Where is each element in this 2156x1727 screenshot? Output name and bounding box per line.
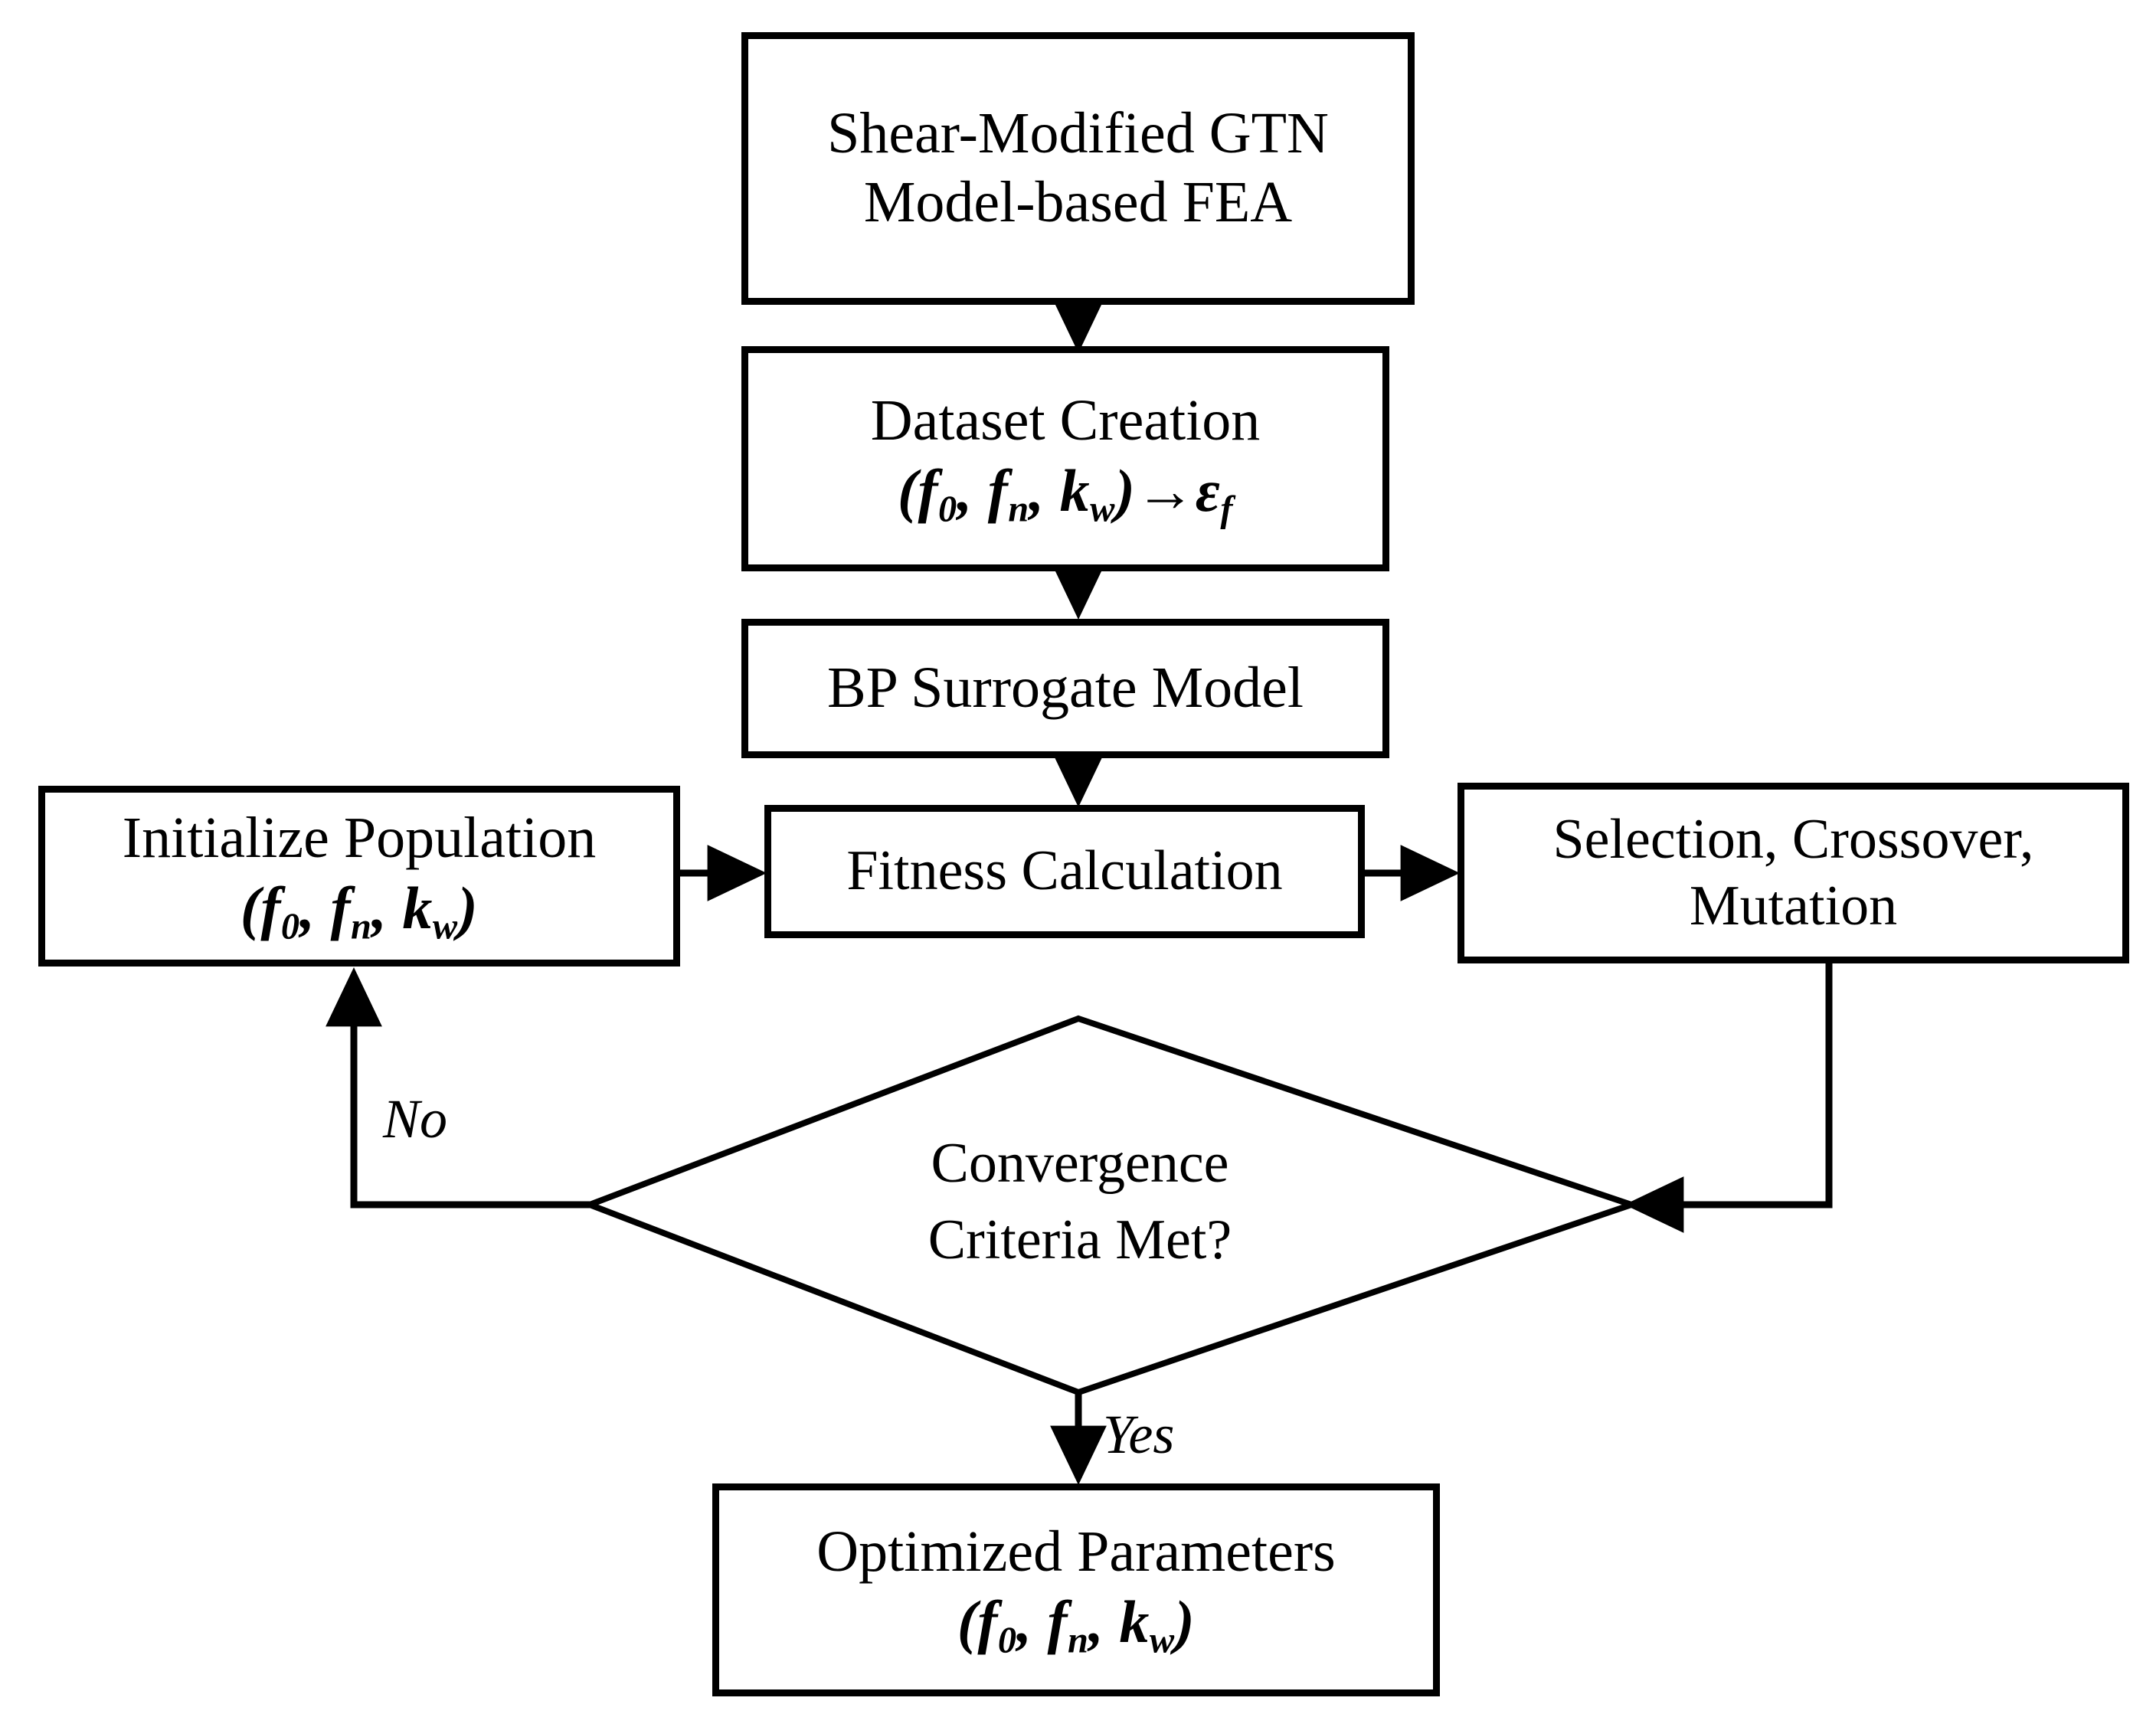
param-f0: f	[977, 1588, 998, 1655]
param-kw: k	[402, 874, 433, 941]
param-f0-sub: 0	[938, 489, 957, 530]
node-shear-modified-gtn-fea[interactable]: Shear-Modified GTN Model-based FEA	[741, 32, 1415, 305]
convergence-decision-diamond[interactable]	[581, 1015, 1641, 1396]
convergence-diamond-label: Convergence Criteria Met?	[774, 1126, 1386, 1279]
param-fn-sub: n	[350, 906, 372, 947]
sep-2: ,	[1088, 1588, 1120, 1655]
node-line-secondary: Model-based FEA	[863, 170, 1293, 234]
param-fn-sub: n	[1008, 489, 1029, 530]
paren-close: )	[1114, 456, 1136, 524]
node-line-primary: Shear-Modified GTN	[827, 101, 1329, 166]
param-f0-sub: 0	[997, 1620, 1017, 1661]
output-epsilon-sub: f	[1220, 489, 1233, 530]
node-dataset-creation[interactable]: Dataset Creation (f0, fn, kw)→εf	[741, 346, 1389, 571]
param-f0-sub: 0	[280, 906, 300, 947]
param-kw-sub: w	[1090, 489, 1115, 530]
diamond-line-primary: Convergence	[931, 1132, 1229, 1195]
output-epsilon: ε	[1195, 456, 1221, 524]
node-line-primary: Initialize Population	[122, 805, 597, 870]
edge-operators-to-convergence	[1624, 963, 1833, 1233]
sep-1: ,	[299, 874, 331, 941]
param-kw-sub: w	[1149, 1620, 1175, 1661]
dataset-formula: (f0, fn, kw)→εf	[898, 456, 1233, 532]
sep-2: ,	[371, 874, 403, 941]
node-line-primary: Dataset Creation	[870, 388, 1261, 453]
paren-close: )	[457, 874, 479, 941]
param-kw-sub: w	[432, 906, 458, 947]
node-line-primary: BP Surrogate Model	[826, 656, 1304, 721]
node-line-primary: Optimized Parameters	[816, 1519, 1336, 1584]
edge-label-no: No	[383, 1088, 448, 1150]
paren-close: )	[1174, 1588, 1196, 1655]
node-selection-crossover-mutation[interactable]: Selection, Crossover, Mutation	[1458, 783, 2129, 963]
diamond-line-secondary: Criteria Met?	[928, 1208, 1232, 1271]
node-optimized-parameters[interactable]: Optimized Parameters (f0, fn, kw)	[712, 1483, 1440, 1696]
paren-open: (	[240, 874, 261, 941]
node-fitness-calculation[interactable]: Fitness Calculation	[764, 805, 1365, 938]
paren-open: (	[957, 1588, 978, 1655]
initialize-formula: (f0, fn, kw)	[240, 873, 478, 949]
param-kw: k	[1059, 456, 1091, 524]
param-f0: f	[918, 456, 939, 524]
node-bp-surrogate-model[interactable]: BP Surrogate Model	[741, 619, 1389, 758]
param-fn: f	[987, 456, 1009, 524]
param-fn-sub: n	[1067, 1620, 1089, 1661]
node-line-primary: Fitness Calculation	[846, 839, 1283, 903]
node-line-primary: Selection, Crossover,	[1552, 807, 2034, 871]
node-initialize-population[interactable]: Initialize Population (f0, fn, kw)	[38, 786, 680, 967]
optimized-formula: (f0, fn, kw)	[957, 1587, 1195, 1663]
edge-label-yes: Yes	[1103, 1404, 1175, 1465]
param-fn: f	[1047, 1588, 1068, 1655]
sep-2: ,	[1029, 456, 1060, 524]
paren-open: (	[898, 456, 918, 524]
sep-1: ,	[957, 456, 988, 524]
maps-to-arrow-icon: →	[1135, 456, 1196, 524]
edge-convergence-no-to-initialize	[326, 967, 590, 1209]
param-f0: f	[260, 874, 281, 941]
sep-1: ,	[1016, 1588, 1048, 1655]
node-line-secondary: Mutation	[1689, 875, 1898, 937]
param-kw: k	[1119, 1588, 1150, 1655]
param-fn: f	[330, 874, 351, 941]
